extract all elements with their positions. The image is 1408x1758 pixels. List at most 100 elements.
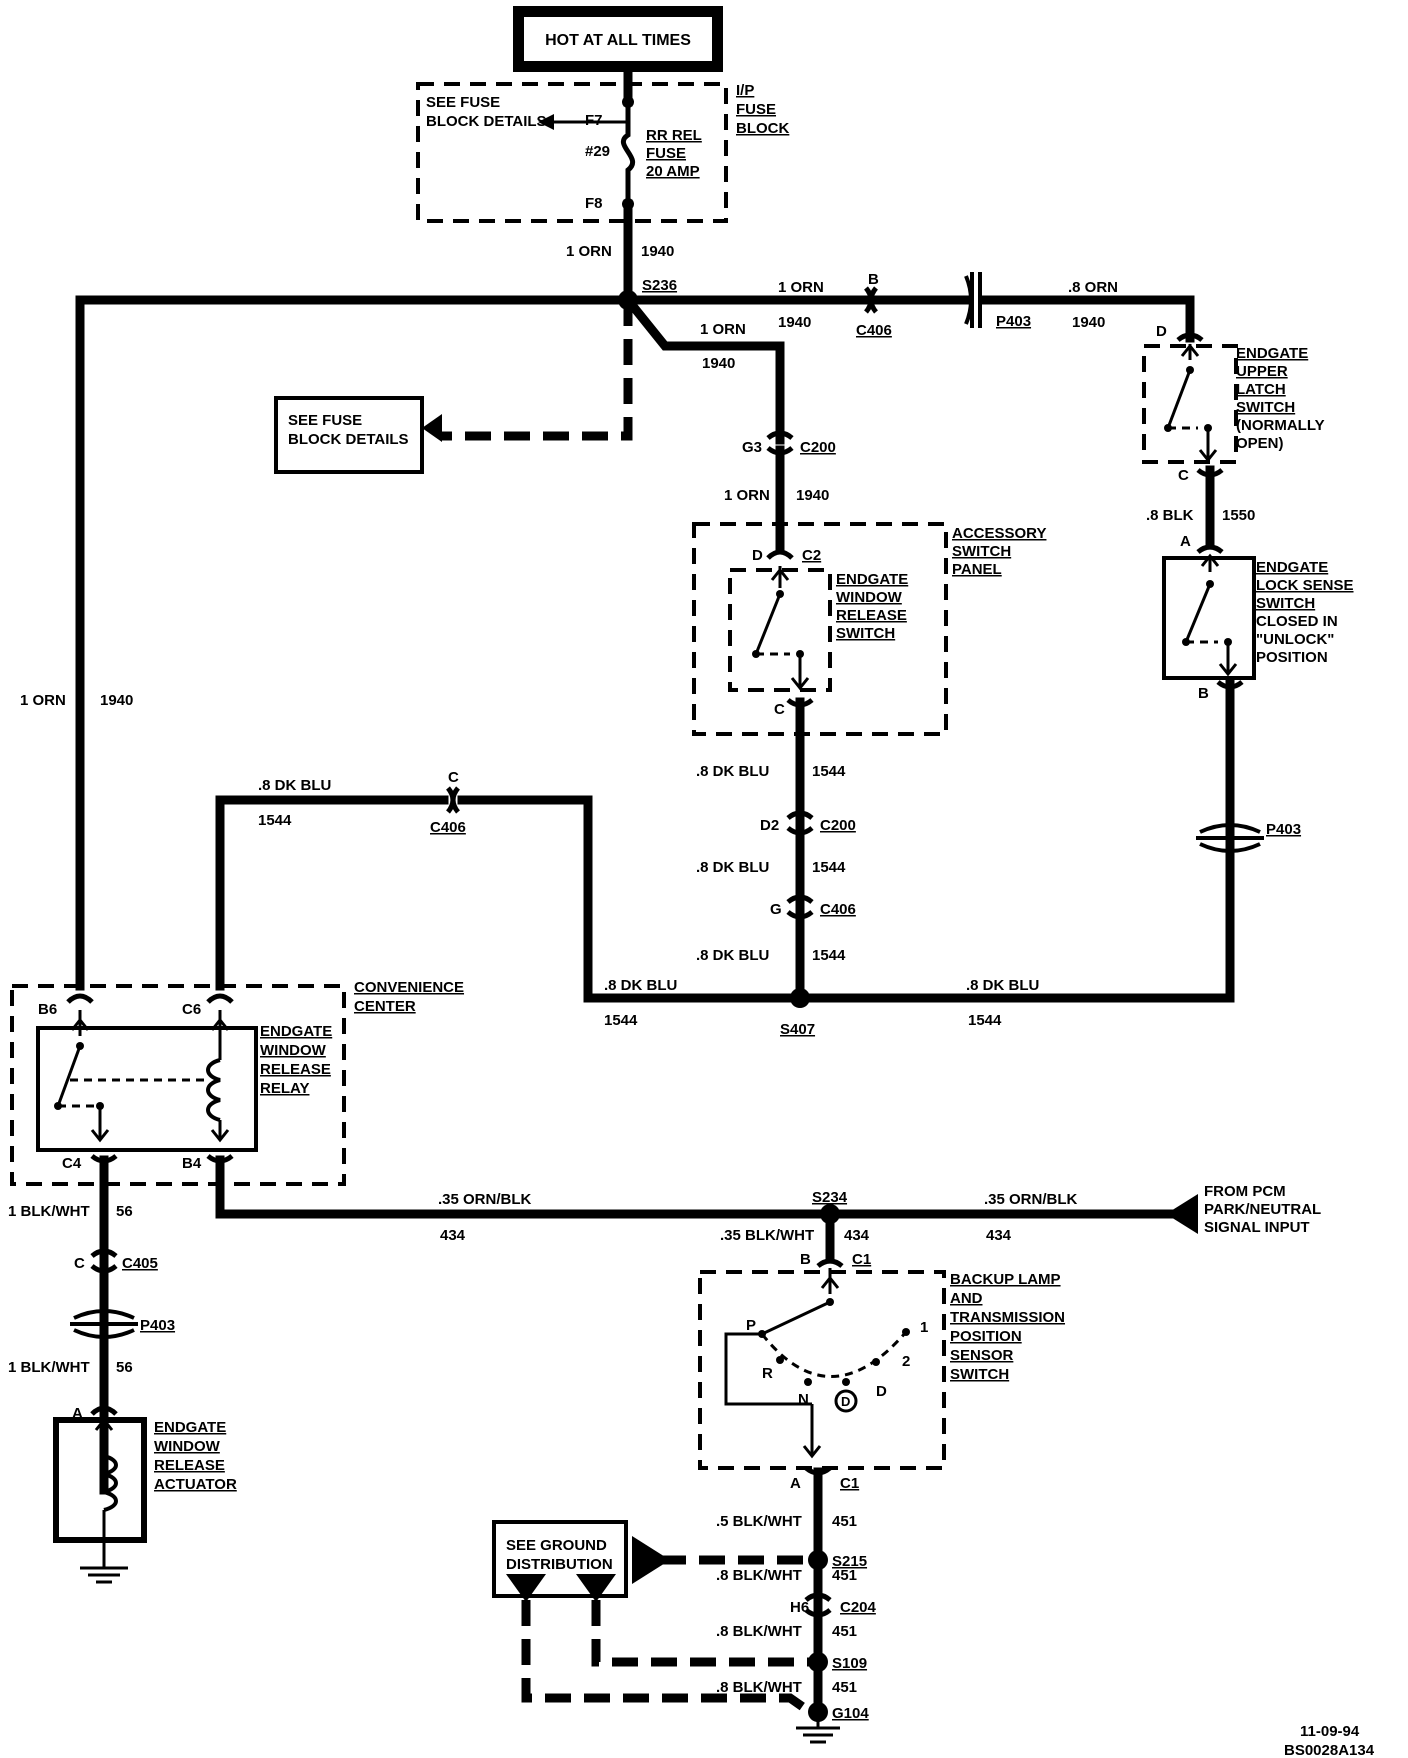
p403-label-top: P403	[996, 313, 1031, 330]
w434-left-color: .35 ORN/BLK	[438, 1191, 532, 1208]
c200-d2-connector	[786, 810, 814, 836]
release-switch-name-3: RELEASE	[836, 607, 907, 624]
latch-arrow-top	[1180, 343, 1200, 360]
s407-label: S407	[780, 1021, 815, 1038]
fuse-out-wire-color: 1 ORN	[566, 243, 612, 260]
c406-c-connector	[445, 786, 461, 814]
s407-left-color: .8 DK BLU	[604, 977, 677, 994]
ground-dist-line1: SEE GROUND	[506, 1537, 607, 1554]
w434-left-circuit: 434	[440, 1227, 466, 1244]
relay-name-2: WINDOW	[260, 1042, 327, 1059]
fuse-number: #29	[585, 143, 610, 160]
relay-blade	[56, 1045, 82, 1107]
accessory-switch-panel-outline	[692, 522, 948, 736]
lock-sense-arrow-top	[1200, 553, 1220, 572]
v1544-color-2: .8 DK BLU	[696, 859, 769, 876]
wire-1940-left-feed	[75, 295, 633, 991]
w56-circuit-1: 56	[116, 1203, 133, 1220]
relay-connector-b6	[66, 993, 94, 1004]
c406-b-connector-male	[868, 286, 879, 314]
wire-1544-to-c406	[457, 795, 799, 1003]
fuse-block-outline	[416, 82, 728, 223]
s109-ground-arrow	[576, 1574, 616, 1602]
g104-label: G104	[832, 1705, 869, 1722]
branch-wire-color: 1 ORN	[700, 321, 746, 338]
release-switch-name-2: WINDOW	[836, 589, 903, 606]
relay-box	[36, 1026, 258, 1152]
svg-text:BLOCK: BLOCK	[736, 120, 789, 137]
s407-left-circuit: 1544	[604, 1012, 638, 1029]
fuse-details-arrowhead	[538, 114, 554, 130]
relay-arrow-contact	[90, 1106, 110, 1143]
release-switch-outline	[728, 568, 832, 692]
footer-date: 11-09-94	[1300, 1723, 1360, 1740]
upper-latch-name-4: SWITCH	[1236, 399, 1295, 416]
release-switch-arrow-bottom	[790, 654, 810, 691]
relay-pin-c6: C6	[182, 1001, 201, 1018]
wire-1550-circuit: 1550	[1222, 507, 1255, 524]
latch-pin-c: C	[1178, 467, 1189, 484]
release-switch-arrow-top	[770, 566, 790, 588]
s234-label: S234	[812, 1189, 848, 1206]
release-switch-name-1: ENDGATE	[836, 571, 908, 588]
svg-text:RR REL: RR REL	[646, 127, 702, 144]
svg-text:FUSE: FUSE	[736, 101, 776, 118]
wire-1940-to-c200	[621, 293, 785, 445]
fuse-out-circuit: 1940	[641, 243, 674, 260]
svg-text:SEE FUSE: SEE FUSE	[426, 94, 500, 111]
wire-1550-color: .8 BLK	[1146, 507, 1194, 524]
see-fuse-box-line2: BLOCK DETAILS	[288, 431, 409, 448]
relay-feed-circuit: 1544	[258, 812, 292, 829]
lock-sense-name-3: SWITCH	[1256, 595, 1315, 612]
actuator-ground-symbol	[80, 1566, 128, 1584]
left-wire-circuit: 1940	[100, 692, 133, 709]
w451-circuit-2: 451	[832, 1567, 857, 1584]
g104-dashed-ground	[521, 1600, 813, 1716]
fuse-terminal-f8: F8	[585, 195, 603, 212]
backup-name-4: POSITION	[950, 1328, 1022, 1345]
latch-connector-d	[1176, 332, 1204, 343]
pcm-input-arrow	[1166, 1194, 1198, 1234]
latch-switch-blade	[1166, 369, 1192, 429]
gear-d: D	[876, 1383, 887, 1400]
fuse-block-see-details: SEE FUSE BLOCK DETAILS	[426, 94, 547, 130]
w56-color-2: 1 BLK/WHT	[8, 1359, 90, 1376]
see-fuse-details-arrowhead	[422, 414, 442, 442]
accessory-pin-d: D	[752, 547, 763, 564]
ground-dist-arrow	[632, 1536, 670, 1584]
upper-latch-name-1: ENDGATE	[1236, 345, 1308, 362]
relay-pin-b4: B4	[182, 1155, 202, 1172]
lock-sense-name-1: ENDGATE	[1256, 559, 1328, 576]
see-fuse-block-details-box	[274, 396, 424, 474]
w451-circuit-4: 451	[832, 1679, 857, 1696]
relay-arrow-b6	[70, 1010, 90, 1036]
relay-arrow-b4	[210, 1120, 230, 1143]
lock-sense-arrow-bottom	[1218, 642, 1238, 677]
gear-od: D	[841, 1394, 850, 1409]
actuator-name-3: RELEASE	[154, 1457, 225, 1474]
c406-wire-circuit: 1940	[778, 314, 811, 331]
see-fuse-details-dashed-wire	[440, 300, 633, 441]
svg-text:BLOCK DETAILS: BLOCK DETAILS	[426, 113, 547, 130]
latch-pin-d: D	[1156, 323, 1167, 340]
backup-c1-top: C1	[852, 1251, 871, 1268]
splice-s407	[790, 988, 810, 1008]
lock-sense-blade	[1184, 583, 1212, 643]
v1544-circuit-2: 1544	[812, 859, 846, 876]
relay-name-1: ENDGATE	[260, 1023, 332, 1040]
backup-p-loop	[724, 1332, 812, 1406]
splice-s215	[808, 1550, 828, 1570]
actuator-name-4: ACTUATOR	[154, 1476, 237, 1493]
lock-sense-name-2: LOCK SENSE	[1256, 577, 1354, 594]
v1544-color-1: .8 DK BLU	[696, 763, 769, 780]
pcm-name-1: FROM PCM	[1204, 1183, 1286, 1200]
wire-p403-to-latch	[979, 295, 1195, 343]
s109-label: S109	[832, 1655, 867, 1672]
backup-pin-a: A	[790, 1475, 801, 1492]
w434-right-color: .35 ORN/BLK	[984, 1191, 1078, 1208]
p403-right-grommet	[1196, 823, 1264, 853]
accessory-name-2: SWITCH	[952, 543, 1011, 560]
actuator-connector-a	[90, 1405, 118, 1416]
v1544-color-3: .8 DK BLU	[696, 947, 769, 964]
wire-1544-to-relay	[215, 795, 449, 991]
